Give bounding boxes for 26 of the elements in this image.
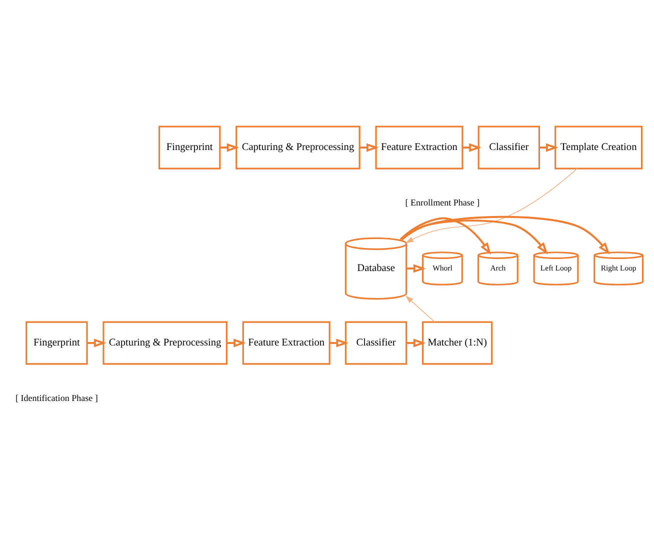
arrow: [462, 142, 482, 152]
arrow: [360, 142, 379, 152]
arrow: [401, 219, 548, 254]
node-box: Template Creation: [554, 125, 643, 169]
arrow: [400, 216, 492, 254]
label: [ Identification Phase ]: [16, 392, 98, 403]
arrow: [401, 215, 610, 254]
arrow: [226, 338, 246, 347]
arrow: [330, 338, 348, 347]
node-box: Feature Extraction: [375, 125, 464, 169]
node-box: Fingerprint: [26, 320, 88, 364]
node-box: Capturing & Preprocessing: [102, 320, 228, 364]
node-box: Fingerprint: [158, 125, 221, 169]
arrow: [406, 338, 426, 347]
label: [ Enrollment Phase ]: [405, 197, 480, 208]
node-box: Classifier: [478, 125, 540, 169]
node-box: Classifier: [344, 320, 408, 364]
arrow: [406, 168, 578, 243]
arrow: [87, 338, 106, 347]
arrow: [405, 295, 436, 322]
node-box: Matcher (1:N): [422, 320, 493, 364]
node-box: Capturing & Preprocessing: [236, 125, 360, 169]
arrow: [539, 142, 558, 152]
arrow: [406, 264, 426, 272]
arrow: [220, 142, 240, 152]
node-box: Feature Extraction: [242, 320, 330, 364]
